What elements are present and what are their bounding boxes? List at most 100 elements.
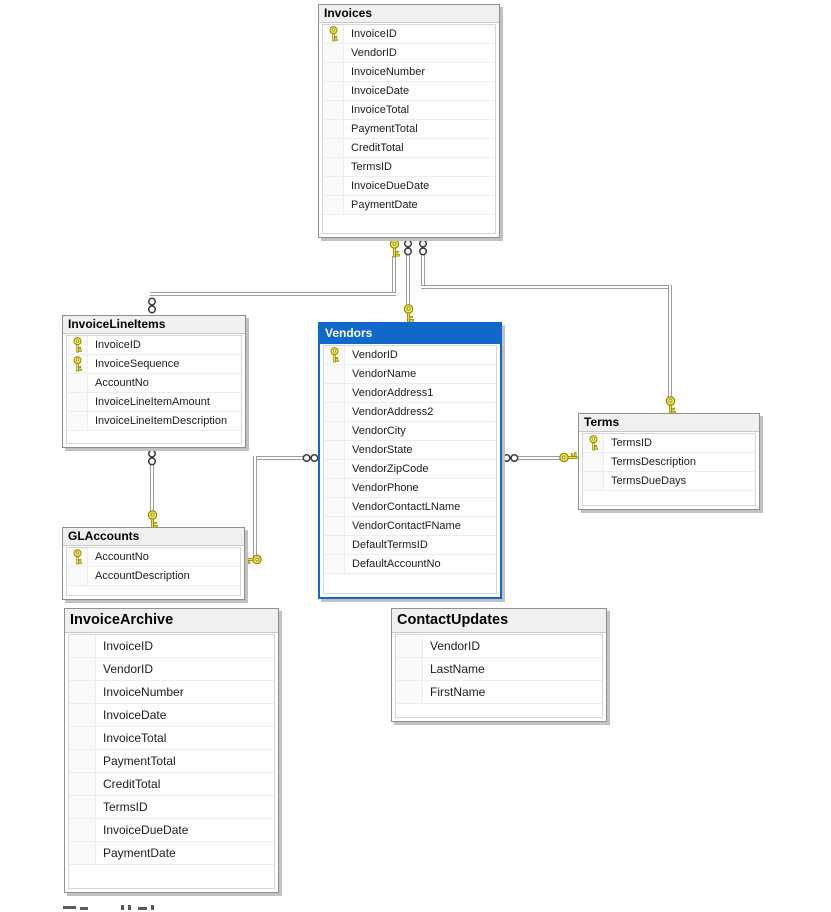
relationship-line-segment[interactable]	[254, 456, 304, 460]
column-row[interactable]: VendorName	[324, 365, 496, 384]
column-row[interactable]: VendorID	[324, 346, 496, 365]
primary-key-icon	[73, 337, 82, 353]
column-row[interactable]: InvoiceID	[323, 25, 495, 44]
key-cell	[324, 422, 345, 440]
column-row[interactable]: InvoiceLineItemAmount	[67, 393, 241, 412]
column-row[interactable]: VendorAddress2	[324, 403, 496, 422]
column-row[interactable]: InvoiceDate	[69, 704, 274, 727]
column-row[interactable]: CreditTotal	[69, 773, 274, 796]
key-cell	[323, 196, 344, 214]
column-row[interactable]: VendorID	[69, 658, 274, 681]
column-row[interactable]: VendorContactFName	[324, 517, 496, 536]
table-title: GLAccounts	[68, 529, 140, 543]
table-invoices[interactable]: Invoices InvoiceID VendorID	[318, 4, 500, 238]
primary-key-icon	[330, 347, 339, 363]
column-name: InvoiceLineItemAmount	[95, 396, 210, 408]
column-row[interactable]: VendorCity	[324, 422, 496, 441]
column-row[interactable]: InvoiceDate	[323, 82, 495, 101]
table-contactupdates-titlebar[interactable]: ContactUpdates	[392, 609, 606, 633]
table-invoicearchive[interactable]: InvoiceArchive InvoiceID VendorID	[64, 608, 279, 893]
column-row[interactable]: TermsDescription	[583, 453, 755, 472]
table-terms-titlebar[interactable]: Terms	[579, 414, 759, 432]
column-row[interactable]: PaymentDate	[69, 842, 274, 865]
column-row[interactable]: InvoiceSequence	[67, 355, 241, 374]
column-row[interactable]: VendorZipCode	[324, 460, 496, 479]
table-title: Vendors	[325, 326, 373, 340]
column-name: PaymentTotal	[351, 123, 418, 135]
column-name: AccountNo	[95, 377, 149, 389]
column-row[interactable]: InvoiceLineItemDescription	[67, 412, 241, 431]
column-name: PaymentDate	[351, 199, 418, 211]
column-name: InvoiceDueDate	[351, 180, 430, 192]
column-row[interactable]: AccountNo	[67, 548, 240, 567]
column-name: LastName	[430, 662, 485, 676]
column-row[interactable]: InvoiceDueDate	[69, 819, 274, 842]
many-side-infinity-icon	[147, 449, 157, 466]
table-invoices-titlebar[interactable]: Invoices	[319, 5, 499, 23]
column-row[interactable]: TermsID	[323, 158, 495, 177]
primary-key-icon	[73, 549, 82, 565]
column-row[interactable]: InvoiceNumber	[323, 63, 495, 82]
key-cell	[583, 472, 604, 490]
column-name: FirstName	[430, 685, 486, 699]
relationship-line-segment[interactable]	[517, 456, 562, 460]
relationship-line-segment[interactable]	[392, 256, 396, 295]
column-row[interactable]: InvoiceNumber	[69, 681, 274, 704]
column-row[interactable]: VendorAddress1	[324, 384, 496, 403]
table-invoicelineitems[interactable]: InvoiceLineItems InvoiceID InvoiceSequen…	[62, 315, 246, 448]
column-row[interactable]: VendorState	[324, 441, 496, 460]
relationship-line-segment[interactable]	[253, 456, 257, 562]
table-vendors[interactable]: Vendors VendorID VendorName	[318, 322, 502, 599]
column-row[interactable]: VendorID	[323, 44, 495, 63]
column-name: PaymentDate	[103, 846, 176, 860]
column-row[interactable]: TermsDueDays	[583, 472, 755, 491]
relationship-line-segment[interactable]	[421, 254, 425, 288]
relationship-line-segment[interactable]	[668, 285, 672, 399]
column-row[interactable]: InvoiceID	[69, 635, 274, 658]
column-row[interactable]: VendorID	[396, 635, 602, 658]
table-invoicearchive-columns: InvoiceID VendorID InvoiceNumber	[68, 634, 275, 889]
column-row[interactable]: AccountDescription	[67, 567, 240, 586]
column-row[interactable]: VendorContactLName	[324, 498, 496, 517]
key-cell	[323, 101, 344, 119]
table-vendors-titlebar[interactable]: Vendors	[320, 324, 500, 344]
table-title: Invoices	[324, 6, 373, 20]
column-row[interactable]: LastName	[396, 658, 602, 681]
column-row[interactable]: TermsID	[69, 796, 274, 819]
table-contactupdates[interactable]: ContactUpdates VendorID LastName	[391, 608, 607, 722]
column-row[interactable]: DefaultAccountNo	[324, 555, 496, 574]
table-glaccounts-titlebar[interactable]: GLAccounts	[63, 528, 244, 546]
key-cell	[396, 681, 423, 703]
column-name: InvoiceTotal	[351, 104, 410, 116]
table-invoicearchive-titlebar[interactable]: InvoiceArchive	[65, 609, 278, 633]
table-terms[interactable]: Terms TermsID TermsDescription	[578, 413, 760, 510]
column-row[interactable]: VendorPhone	[324, 479, 496, 498]
column-row[interactable]: FirstName	[396, 681, 602, 704]
relationship-line-segment[interactable]	[406, 254, 410, 307]
column-row[interactable]: PaymentDate	[323, 196, 495, 215]
column-name: AccountDescription	[95, 570, 190, 582]
column-row[interactable]: InvoiceTotal	[69, 727, 274, 750]
column-row[interactable]: CreditTotal	[323, 139, 495, 158]
column-row[interactable]: InvoiceTotal	[323, 101, 495, 120]
column-row[interactable]: DefaultTermsID	[324, 536, 496, 555]
relationship-line-segment[interactable]	[421, 285, 672, 289]
table-title: InvoiceArchive	[70, 612, 174, 628]
key-cell	[323, 120, 344, 138]
column-row[interactable]: AccountNo	[67, 374, 241, 393]
column-row[interactable]: InvoiceDueDate	[323, 177, 495, 196]
column-name: InvoiceDueDate	[103, 823, 189, 837]
table-invoicelineitems-columns: InvoiceID InvoiceSequence AccountNo	[66, 335, 242, 444]
table-invoicelineitems-titlebar[interactable]: InvoiceLineItems	[63, 316, 245, 334]
key-cell	[324, 536, 345, 554]
column-row[interactable]: TermsID	[583, 434, 755, 453]
relationship-line-segment[interactable]	[150, 464, 154, 514]
relationship-line-segment[interactable]	[150, 292, 396, 296]
key-cell	[323, 25, 344, 43]
table-title: InvoiceLineItems	[68, 317, 166, 331]
table-glaccounts[interactable]: GLAccounts AccountNo AccountDescription	[62, 527, 245, 600]
column-row[interactable]: PaymentTotal	[69, 750, 274, 773]
primary-key-icon	[329, 26, 338, 42]
column-row[interactable]: InvoiceID	[67, 336, 241, 355]
column-row[interactable]: PaymentTotal	[323, 120, 495, 139]
